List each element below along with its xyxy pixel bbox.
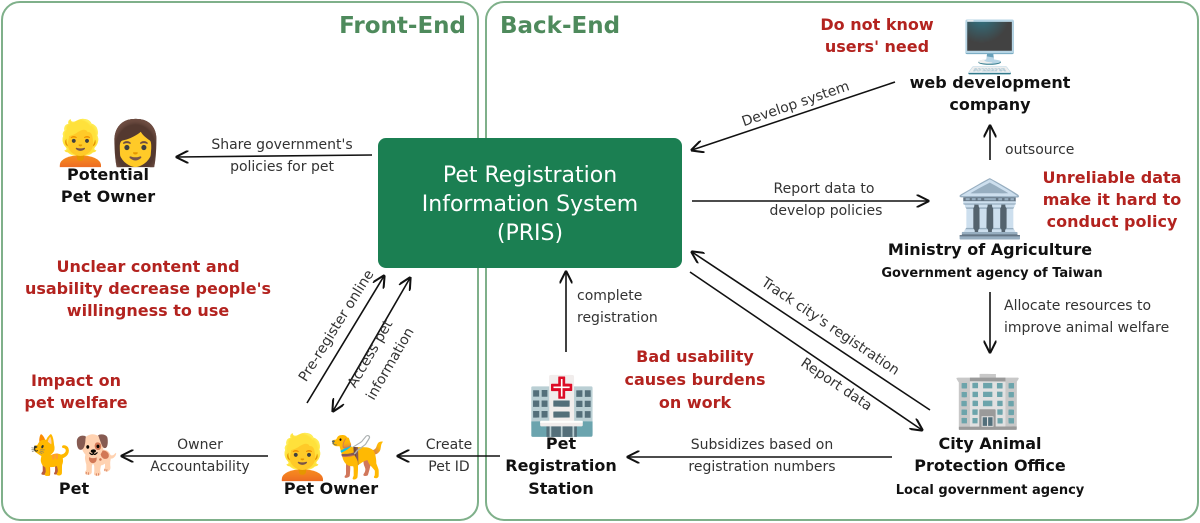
ministry-label: Ministry of Agriculture bbox=[888, 240, 1092, 259]
issue-bad-usability-line2: causes burdens bbox=[624, 370, 765, 389]
edge-label-subsidize-line2: registration numbers bbox=[688, 459, 835, 475]
pet-owner-icon: 👱🦮 bbox=[275, 430, 385, 483]
issue-dont-know-line1: Do not know bbox=[820, 15, 933, 34]
edge-label-report-policies-line2: develop policies bbox=[770, 203, 883, 219]
edge-label-complete-line1: complete bbox=[577, 288, 642, 304]
station-label-line1: Pet bbox=[546, 434, 577, 453]
edge-label-share-line2: policies for pet bbox=[230, 159, 334, 175]
pet-owner-label: Pet Owner bbox=[284, 479, 378, 498]
pet-label: Pet bbox=[59, 479, 90, 498]
issue-bad-usability-line1: Bad usability bbox=[636, 347, 754, 366]
issue-impact-line1: Impact on bbox=[31, 371, 121, 390]
monitor-icon: 🖥️ bbox=[959, 18, 1021, 76]
office-building-icon: 🏢 bbox=[953, 367, 1023, 432]
issue-unclear-line3: willingness to use bbox=[67, 301, 230, 320]
edge-label-subsidize-line1: Subsidizes based on bbox=[691, 437, 833, 453]
hospital-icon: 🏥 bbox=[527, 374, 597, 439]
issue-unclear-line2: usability decrease people's bbox=[25, 279, 271, 298]
classical-building-icon: 🏛️ bbox=[955, 177, 1025, 242]
issue-dont-know-line2: users' need bbox=[825, 37, 929, 56]
edge-label-outsource: outsource bbox=[1005, 142, 1074, 158]
station-label-line3: Station bbox=[528, 479, 593, 498]
arrow-report-data bbox=[689, 271, 922, 430]
edge-label-allocate-line1: Allocate resources to bbox=[1004, 298, 1151, 314]
issue-unreliable-line1: Unreliable data bbox=[1043, 168, 1182, 187]
issue-impact-line2: pet welfare bbox=[24, 393, 127, 412]
station-label-line2: Registration bbox=[505, 456, 616, 475]
ministry-sublabel: Government agency of Taiwan bbox=[881, 266, 1102, 281]
pris-title-line1: Pet Registration bbox=[443, 163, 617, 188]
edge-label-create-line1: Create bbox=[426, 437, 473, 453]
potential-owner-label-line2: Pet Owner bbox=[61, 187, 155, 206]
edge-label-create-line2: Pet ID bbox=[428, 459, 469, 475]
edge-label-complete-line2: registration bbox=[577, 310, 658, 326]
issue-bad-usability-line3: on work bbox=[659, 393, 732, 412]
edge-label-track: Track city's registration bbox=[757, 274, 902, 379]
issue-unclear-line1: Unclear content and bbox=[56, 257, 239, 276]
pris-box bbox=[378, 138, 682, 268]
city-office-label-line1: City Animal bbox=[938, 434, 1041, 453]
edge-label-allocate-line2: improve animal welfare bbox=[1004, 320, 1169, 336]
edge-label-share-line1: Share government's bbox=[211, 137, 352, 153]
issue-unreliable-line2: make it hard to bbox=[1043, 190, 1182, 209]
back-end-title: Back-End bbox=[500, 13, 620, 39]
pet-icon: 🐈🐕 bbox=[27, 433, 122, 477]
arrow-track-registration bbox=[692, 252, 931, 411]
issue-unreliable-line3: conduct policy bbox=[1047, 212, 1178, 231]
arrow-access-info bbox=[333, 278, 410, 411]
potential-owner-label-line1: Potential bbox=[67, 165, 149, 184]
arrow-develop-system bbox=[692, 81, 896, 150]
edge-label-owner-line1: Owner bbox=[177, 437, 223, 453]
city-office-label-line2: Protection Office bbox=[914, 456, 1066, 475]
city-office-sublabel: Local government agency bbox=[896, 483, 1085, 498]
web-company-label-line1: web development bbox=[910, 73, 1071, 92]
edge-label-report: Report data bbox=[798, 355, 875, 414]
pris-title-line3: (PRIS) bbox=[497, 221, 563, 246]
edge-label-report-policies-line1: Report data to bbox=[774, 181, 875, 197]
front-end-title: Front-End bbox=[339, 13, 466, 39]
potential-owner-icon: 👱👩 bbox=[53, 116, 163, 169]
pris-title-line2: Information System bbox=[422, 192, 638, 217]
arrow-share-policies bbox=[177, 155, 373, 157]
web-company-label-line2: company bbox=[949, 95, 1031, 114]
edge-label-develop: Develop system bbox=[740, 78, 852, 130]
edge-label-owner-line2: Accountability bbox=[150, 459, 249, 475]
